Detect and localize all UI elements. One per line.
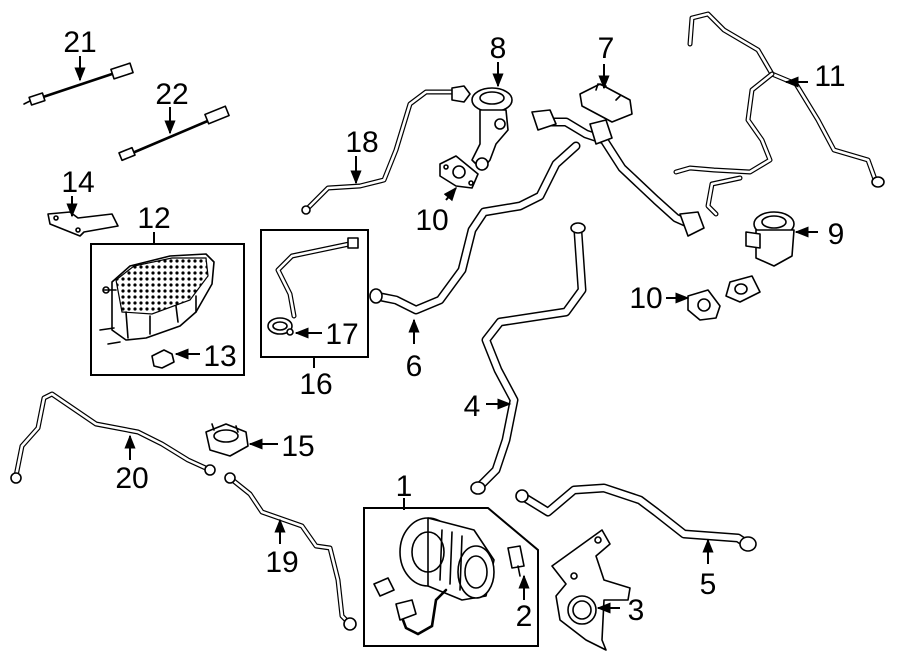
callout-16: 16 bbox=[299, 368, 332, 401]
callout-3: 3 bbox=[628, 594, 645, 627]
part-18-hose[interactable] bbox=[301, 85, 471, 215]
callout-15: 15 bbox=[281, 430, 314, 463]
part-21-oxygen-sensor[interactable] bbox=[23, 62, 134, 106]
callout-5: 5 bbox=[700, 568, 717, 601]
callout-20: 20 bbox=[115, 462, 148, 495]
part-8-valve[interactable] bbox=[471, 87, 513, 171]
callout-17: 17 bbox=[325, 318, 358, 351]
callout-11: 11 bbox=[814, 60, 845, 93]
part-7-solenoid[interactable] bbox=[579, 83, 633, 123]
part-10-gasket-lower[interactable] bbox=[687, 289, 721, 321]
callout-4: 4 bbox=[464, 390, 481, 423]
callout-1: 1 bbox=[396, 470, 413, 503]
callout-2: 2 bbox=[516, 600, 533, 633]
part-13-cap[interactable] bbox=[151, 349, 175, 369]
part-14-bracket[interactable] bbox=[47, 211, 119, 237]
part-3-bracket[interactable] bbox=[551, 529, 631, 651]
callout-22: 22 bbox=[155, 78, 188, 111]
part-10-gasket-upper[interactable] bbox=[439, 155, 479, 189]
part-22-oxygen-sensor[interactable] bbox=[118, 105, 230, 162]
part-6-hose[interactable] bbox=[369, 109, 705, 315]
part-4-hose[interactable] bbox=[470, 222, 587, 495]
part-12-canister-box[interactable] bbox=[90, 243, 245, 376]
part-9-valve[interactable] bbox=[725, 211, 795, 303]
callout-6: 6 bbox=[406, 350, 423, 383]
callout-19: 19 bbox=[265, 546, 298, 579]
part-17-clamp[interactable] bbox=[267, 317, 294, 336]
part-15-valve[interactable] bbox=[205, 423, 249, 457]
part-20-tube[interactable] bbox=[10, 391, 216, 484]
callout-8: 8 bbox=[490, 32, 507, 65]
callout-10-lower: 10 bbox=[629, 282, 662, 315]
callout-numbers: 1 2 3 4 5 6 7 8 9 10 10 11 12 13 14 15 1… bbox=[61, 26, 845, 633]
part-19-tube[interactable] bbox=[224, 472, 357, 631]
callout-18: 18 bbox=[345, 126, 378, 159]
callout-21: 21 bbox=[63, 26, 96, 59]
part-2-sensor[interactable] bbox=[507, 545, 525, 577]
part-5-hose[interactable] bbox=[515, 483, 757, 552]
callout-14: 14 bbox=[61, 166, 94, 199]
callout-9: 9 bbox=[828, 218, 845, 251]
callout-7: 7 bbox=[598, 32, 615, 65]
callout-10-upper: 10 bbox=[415, 204, 448, 237]
part-1-air-pump-box[interactable] bbox=[363, 507, 539, 647]
callout-12: 12 bbox=[137, 202, 170, 235]
callout-leaders bbox=[66, 56, 818, 614]
part-11-tube-assembly[interactable] bbox=[673, 11, 885, 217]
callout-13: 13 bbox=[203, 340, 236, 373]
